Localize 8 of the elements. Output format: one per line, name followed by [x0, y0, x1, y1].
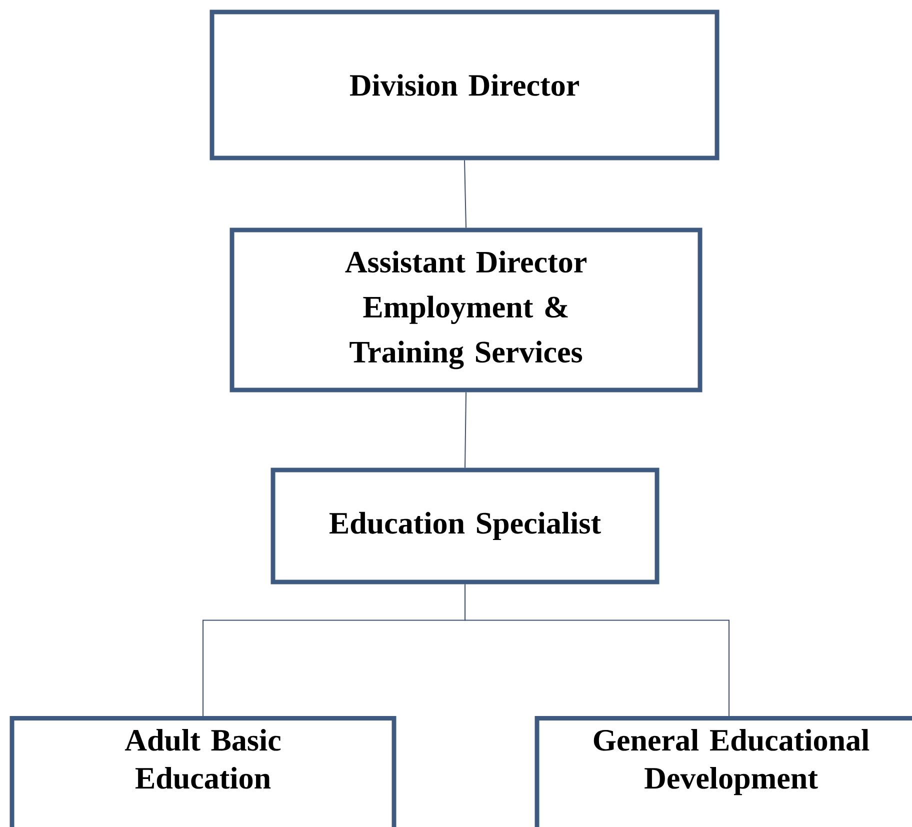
role-box: Division Director — [210, 10, 720, 160]
connector-line — [464, 584, 730, 716]
connector-line — [464, 160, 466, 228]
connector-line — [464, 392, 466, 468]
role-box: Adult Basic Education — [10, 716, 396, 827]
role-box: General Educational Development — [534, 716, 912, 827]
role-box: Education Specialist — [270, 468, 660, 584]
role-box: Assistant Director Employment & Training Services — [230, 228, 702, 392]
